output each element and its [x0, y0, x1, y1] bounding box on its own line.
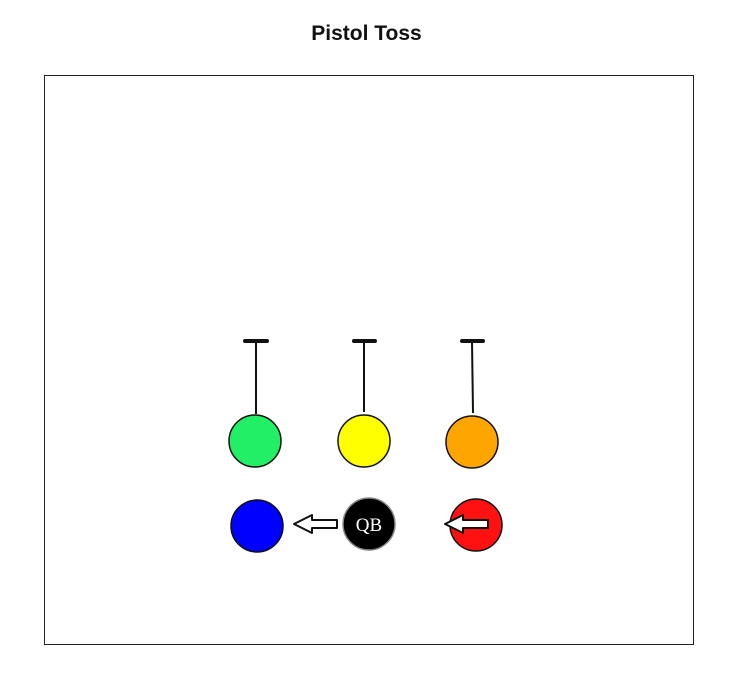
play-field: QB [44, 75, 694, 645]
player-quarterback [342, 497, 396, 551]
player-lineman-left [228, 414, 282, 468]
quarterback-label: QB [356, 515, 382, 536]
block-route-right [460, 339, 485, 414]
player-lineman-center [337, 414, 391, 468]
toss-arrow-left [293, 514, 338, 534]
block-route-center [352, 339, 377, 412]
player-lineman-right [445, 415, 499, 469]
toss-arrow-right [444, 514, 489, 534]
block-route-left [243, 339, 269, 414]
play-title: Pistol Toss [311, 22, 422, 45]
player-back-left [230, 499, 284, 553]
play-canvas: QB [228, 339, 503, 553]
